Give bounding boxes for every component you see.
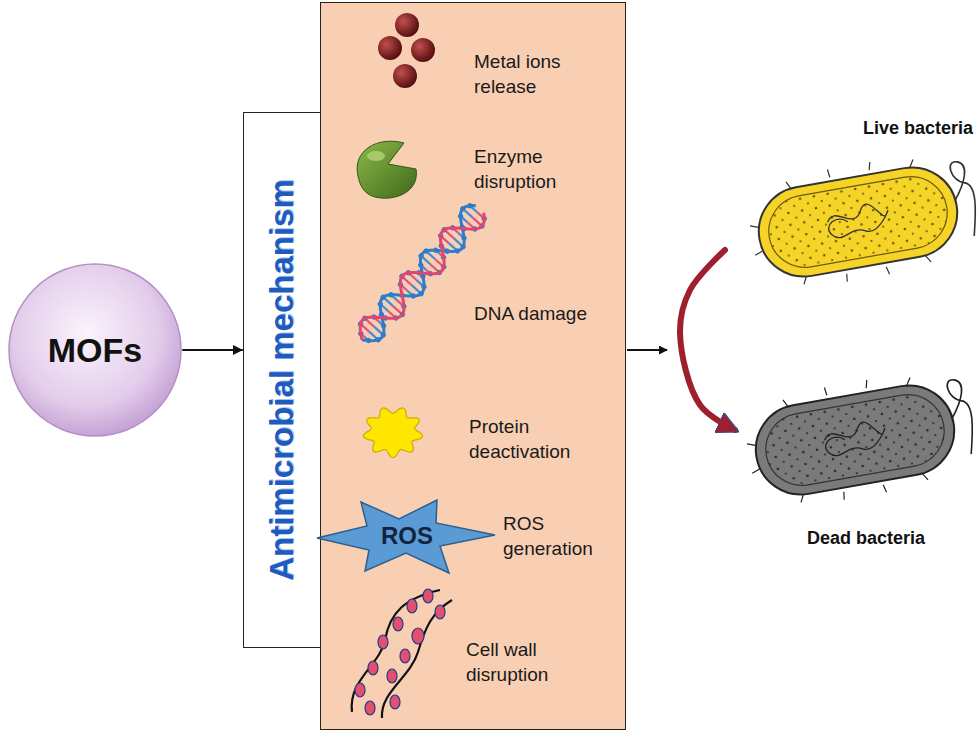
cell-membrane: [763, 171, 953, 273]
protein-icon: [363, 408, 422, 458]
mechanism-label: DNA damage: [474, 301, 609, 326]
metal-ions-icon: [378, 13, 435, 88]
panel-arrow: [627, 349, 667, 351]
cell-wall: [749, 378, 962, 501]
dna-strand: [352, 201, 489, 349]
circle-shape: [9, 264, 181, 436]
mechanism-label: Cell wall disruption: [466, 637, 604, 687]
arrow-connector: [183, 349, 242, 351]
nucleoid: [825, 201, 890, 240]
dead-bacterium: [740, 363, 980, 515]
cell-membrane: [760, 389, 950, 491]
star-label: ROS: [381, 522, 433, 550]
curved-arrow: [680, 250, 735, 430]
vertical-heading: Antimicrobial mechanism: [263, 179, 301, 581]
mofs-circle: MOFs: [7, 262, 183, 438]
ros-star: ROS: [317, 498, 497, 574]
node-label: MOFs: [48, 331, 142, 370]
bacteria-label: Dead bacteria: [807, 528, 925, 549]
dna-icon: [350, 199, 491, 351]
cell-wall: [752, 160, 965, 283]
live-bacteria-group: Live bacteria: [725, 116, 977, 290]
mechanism-panel: Metal ions releaseEnzyme disruptionDNA d…: [320, 2, 626, 730]
enzyme-icon: [357, 141, 416, 198]
cell-wall-icon: [352, 589, 452, 718]
mechanism-label: ROS generation: [503, 511, 621, 561]
mechanism-icons: [321, 3, 626, 731]
mechanism-label: Protein deactivation: [469, 414, 607, 464]
dead-bacteria-group: Dead bacteria: [735, 375, 977, 551]
mechanism-label: Metal ions release: [474, 49, 609, 99]
mechanism-label: Enzyme disruption: [474, 144, 609, 194]
star-shape: [317, 500, 495, 573]
nucleoid: [822, 419, 887, 458]
live-bacterium: [743, 145, 980, 297]
bacteria-label: Live bacteria: [863, 118, 973, 139]
dna-strand: [352, 201, 489, 349]
